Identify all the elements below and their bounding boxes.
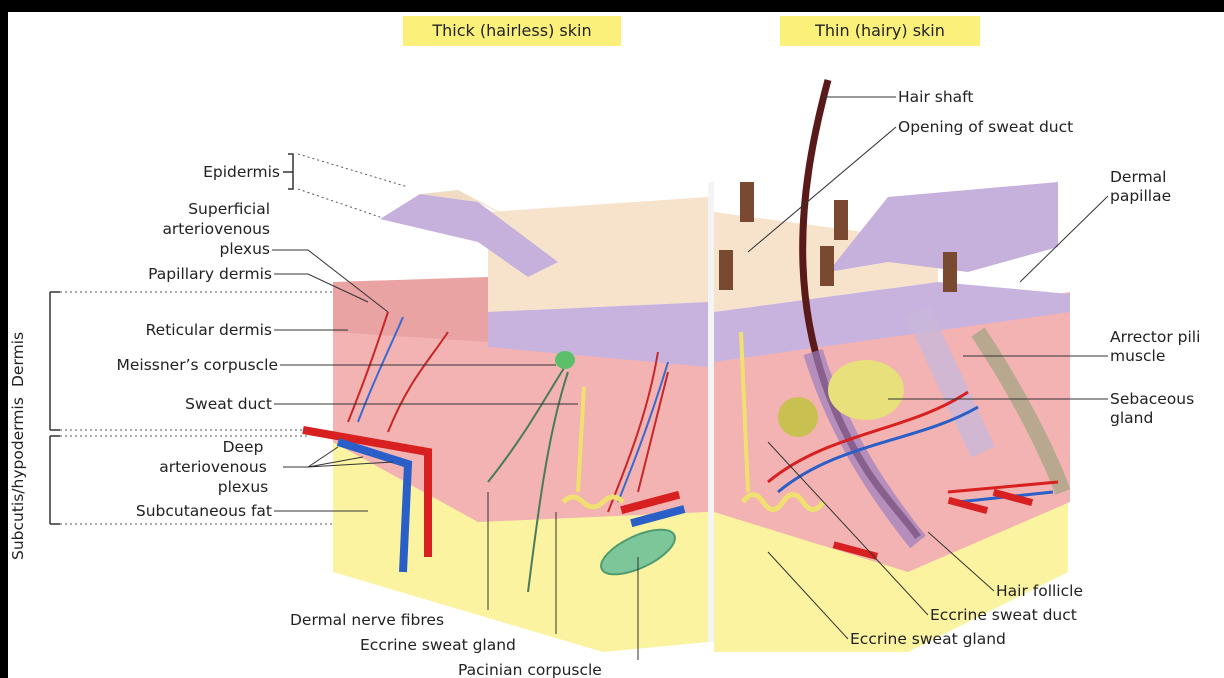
hair-stub-4 (820, 246, 834, 286)
label-epidermis: Epidermis (203, 163, 280, 181)
header-thick: Thick (hairless) skin (431, 21, 591, 40)
label-pacinian: Pacinian corpuscle (458, 661, 602, 678)
hair-stub-1 (740, 182, 754, 222)
label-deep-3: plexus (218, 478, 268, 496)
label-eccrine-gland-right: Eccrine sweat gland (850, 630, 1006, 648)
hair-stub-3 (719, 250, 733, 290)
label-superficial-2: arteriovenous (162, 220, 270, 238)
side-label-dermis: Dermis (9, 332, 27, 387)
label-nerve: Dermal nerve fibres (290, 611, 444, 629)
label-dermal-papillae-1: Dermal (1110, 168, 1166, 186)
thick-skin-block (303, 190, 708, 652)
label-meissner: Meissner’s corpuscle (116, 356, 278, 374)
label-deep-2: arteriovenous (159, 458, 267, 476)
label-deep-1: Deep (223, 438, 264, 456)
thin-skin-block (714, 80, 1070, 652)
diagram-frame: Thick (hairless) skin Thin (hairy) skin (8, 12, 1224, 678)
sebaceous-gland (828, 360, 904, 420)
label-sweat-duct: Sweat duct (185, 395, 272, 413)
label-papillary: Papillary dermis (148, 265, 272, 283)
epidermis-dotted-2 (298, 189, 380, 217)
skin-diagram: Thick (hairless) skin Thin (hairy) skin (8, 12, 1224, 678)
label-sebaceous-1: Sebaceous (1110, 390, 1194, 408)
label-superficial-1: Superficial (188, 200, 270, 218)
label-opening: Opening of sweat duct (898, 118, 1073, 136)
label-eccrine-duct: Eccrine sweat duct (930, 606, 1077, 624)
epidermis-dotted-1 (298, 154, 408, 187)
header-thin: Thin (hairy) skin (814, 21, 945, 40)
label-arrector-1: Arrector pili (1110, 328, 1200, 346)
epidermis-bracket (283, 154, 293, 189)
label-reticular: Reticular dermis (146, 321, 272, 339)
side-label-subcutis: Subcutis/hypodermis (9, 397, 27, 560)
meissner-corpuscle (555, 351, 575, 369)
label-dermal-papillae-2: papillae (1110, 187, 1171, 205)
label-hair-follicle: Hair follicle (996, 582, 1083, 600)
label-hair-shaft: Hair shaft (898, 88, 973, 106)
label-subcut-fat: Subcutaneous fat (136, 502, 272, 520)
hair-stub-2 (834, 200, 848, 240)
label-eccrine-gland-left: Eccrine sweat gland (360, 636, 516, 654)
label-sebaceous-2: gland (1110, 409, 1153, 427)
papillary-left (333, 277, 488, 342)
label-arrector-2: muscle (1110, 347, 1165, 365)
sebaceous-gland-small (778, 397, 818, 437)
hair-stub-5 (943, 252, 957, 292)
label-superficial-3: plexus (220, 240, 270, 258)
